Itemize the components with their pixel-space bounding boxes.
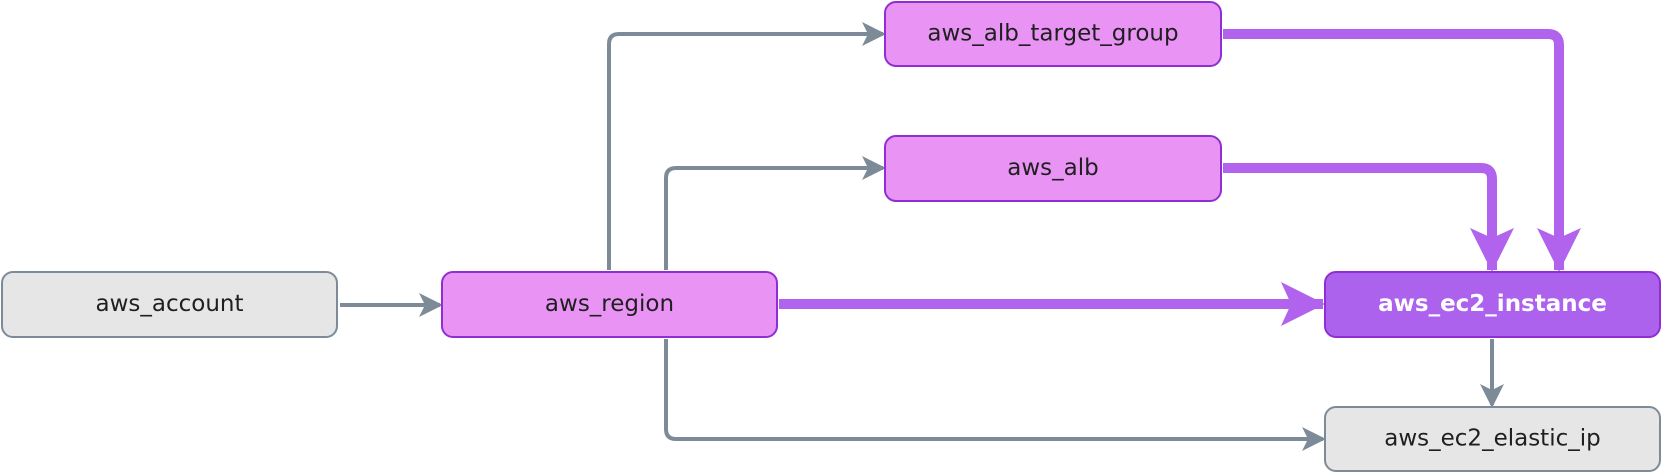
node-label: aws_account	[95, 291, 243, 317]
node-aws-account[interactable]: aws_account	[1, 271, 338, 338]
node-aws-ec2-instance[interactable]: aws_ec2_instance	[1324, 271, 1661, 338]
node-aws-alb[interactable]: aws_alb	[884, 135, 1222, 202]
node-label: aws_ec2_instance	[1378, 291, 1607, 317]
node-label: aws_ec2_elastic_ip	[1384, 426, 1600, 452]
node-aws-alb-target-group[interactable]: aws_alb_target_group	[884, 1, 1222, 67]
edge-aws-alb-to-aws-ec2-instance	[1223, 163, 1514, 272]
edge-aws-region-to-aws-alb	[664, 156, 886, 270]
edges	[340, 22, 1581, 451]
node-label: aws_region	[545, 291, 674, 317]
node-aws-ec2-elastic-ip[interactable]: aws_ec2_elastic_ip	[1324, 406, 1661, 472]
edge-aws-region-to-aws-alb-target-group	[607, 22, 886, 270]
node-label: aws_alb	[1007, 155, 1098, 181]
node-aws-region[interactable]: aws_region	[441, 271, 778, 338]
edge-aws-region-to-aws-ec2-elastic-ip	[664, 339, 1326, 451]
node-label: aws_alb_target_group	[927, 21, 1178, 47]
edge-aws-alb-target-group-to-aws-ec2-instance	[1223, 29, 1581, 272]
